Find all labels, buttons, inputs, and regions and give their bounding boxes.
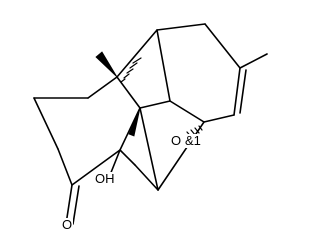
wedge-bond — [95, 51, 118, 78]
bond — [157, 121, 205, 191]
bond — [239, 53, 268, 69]
double-bond — [72, 185, 80, 225]
bond — [71, 149, 121, 186]
bond — [139, 100, 171, 109]
bond — [57, 148, 73, 186]
ring-oxygen-stereo-label: &1 — [184, 133, 202, 148]
bond — [156, 29, 171, 102]
bond — [169, 100, 205, 123]
bond — [134, 164, 159, 191]
hydroxyl-label: OH — [94, 171, 116, 186]
double-bond — [239, 69, 247, 114]
bond — [87, 76, 118, 99]
hashed-wedge-bond — [120, 57, 142, 83]
ketone-oxygen-label: O — [61, 217, 74, 232]
bond — [33, 97, 59, 150]
wedge-bond — [128, 107, 141, 137]
bond — [156, 23, 206, 31]
bond — [119, 149, 136, 166]
double-bond — [65, 184, 73, 225]
bond — [204, 23, 241, 69]
bond — [116, 29, 158, 78]
bond — [116, 76, 141, 109]
ring-oxygen-label: O — [170, 133, 183, 148]
molecule-structure — [33, 23, 268, 225]
bond — [203, 114, 235, 123]
bond — [139, 107, 159, 191]
double-bond — [233, 67, 241, 116]
